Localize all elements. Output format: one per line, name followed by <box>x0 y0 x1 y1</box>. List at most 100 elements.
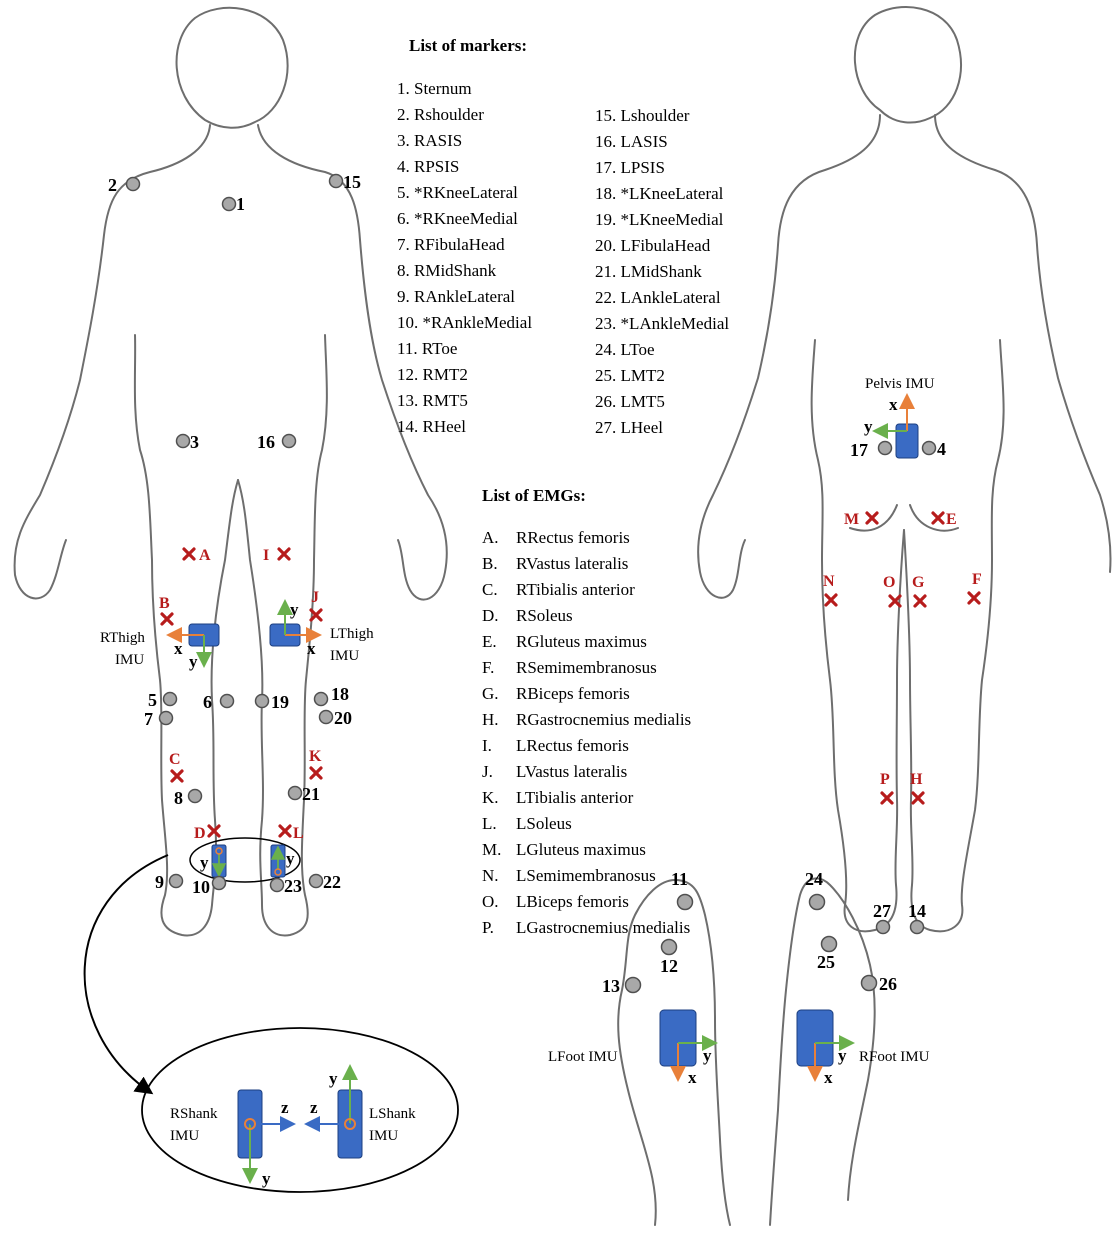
rshank-small-y-label: y <box>200 853 209 872</box>
marker-label-2: 2 <box>108 175 117 195</box>
emg-list-name: RSemimembranosus <box>516 658 657 678</box>
marker-list-item: 17. LPSIS <box>595 158 665 178</box>
emg-list-letter: M. <box>482 840 501 860</box>
marker-26 <box>862 976 877 991</box>
emg-list-letter: K. <box>482 788 499 808</box>
emg-list-title: List of EMGs: <box>482 486 586 506</box>
marker-25 <box>822 937 837 952</box>
marker-20 <box>320 711 333 724</box>
emg-list-name: RVastus lateralis <box>516 554 628 574</box>
marker-label-14: 14 <box>908 901 926 921</box>
marker-13 <box>626 978 641 993</box>
emg-list-letter: G. <box>482 684 499 704</box>
emg-label-i: I <box>263 547 269 564</box>
marker-label-26: 26 <box>879 974 897 994</box>
marker-list-item: 6. *RKneeMedial <box>397 209 518 229</box>
emg-label-n: N <box>823 573 835 590</box>
emg-list-name: LGastrocnemius medialis <box>516 918 690 938</box>
marker-list-item: 12. RMT2 <box>397 365 468 385</box>
pelvis-y-label: y <box>864 417 873 436</box>
emg-label-k: K <box>309 748 322 765</box>
marker-label-8: 8 <box>174 788 183 808</box>
marker-label-21: 21 <box>302 784 320 804</box>
marker-label-9: 9 <box>155 872 164 892</box>
marker-2 <box>127 178 140 191</box>
marker-label-5: 5 <box>148 690 157 710</box>
rthigh-x-label: x <box>174 639 183 658</box>
marker-label-11: 11 <box>671 869 688 889</box>
marker-list-item: 1. Sternum <box>397 79 472 99</box>
rfoot-x-label: x <box>824 1068 833 1087</box>
marker-14 <box>911 921 924 934</box>
marker-list-item: 18. *LKneeLateral <box>595 184 723 204</box>
marker-17 <box>879 442 892 455</box>
marker-list-item: 4. RPSIS <box>397 157 459 177</box>
marker-list-item: 8. RMidShank <box>397 261 496 281</box>
marker-label-16: 16 <box>257 432 275 452</box>
marker-list-item: 2. Rshoulder <box>397 105 484 125</box>
lshank-small-y-label: y <box>286 849 295 868</box>
marker-label-13: 13 <box>602 976 620 996</box>
marker-label-22: 22 <box>323 872 341 892</box>
emg-list-letter: I. <box>482 736 492 756</box>
emg-list-letter: E. <box>482 632 497 652</box>
marker-list-item: 19. *LKneeMedial <box>595 210 723 230</box>
marker-label-23: 23 <box>284 876 302 896</box>
marker-label-15: 15 <box>343 172 361 192</box>
marker-list-item: 9. RAnkleLateral <box>397 287 515 307</box>
emg-list-name: RBiceps femoris <box>516 684 630 704</box>
emg-label-j: J <box>311 589 319 606</box>
emg-list-letter: A. <box>482 528 499 548</box>
lthigh-y-label: y <box>290 600 299 619</box>
marker-18 <box>315 693 328 706</box>
marker-list-item: 23. *LAnkleMedial <box>595 314 729 334</box>
marker-4 <box>923 442 936 455</box>
markers-list-title: List of markers: <box>409 36 527 56</box>
emg-list-letter: C. <box>482 580 498 600</box>
rshank-z-label: z <box>281 1098 289 1117</box>
rshank-imu-label-2: IMU <box>170 1128 199 1144</box>
emg-list-name: RSoleus <box>516 606 573 626</box>
emg-label-e: E <box>946 511 957 528</box>
emg-list-letter: B. <box>482 554 498 574</box>
marker-label-25: 25 <box>817 952 835 972</box>
lthigh-imu-label-1: LThigh <box>330 626 374 642</box>
emg-list-name: LVastus lateralis <box>516 762 627 782</box>
marker-list-item: 24. LToe <box>595 340 655 360</box>
emg-label-g: G <box>912 574 925 591</box>
rshank-imu-label-1: RShank <box>170 1106 218 1122</box>
marker-11 <box>678 895 693 910</box>
marker-list-item: 25. LMT2 <box>595 366 665 386</box>
emg-list-name: RRectus femoris <box>516 528 630 548</box>
marker-list-item: 22. LAnkleLateral <box>595 288 721 308</box>
marker-list-item: 13. RMT5 <box>397 391 468 411</box>
marker-1 <box>223 198 236 211</box>
lshank-z-label: z <box>310 1098 318 1117</box>
marker-label-24: 24 <box>805 869 823 889</box>
lshank-imu-label-1: LShank <box>369 1106 416 1122</box>
rthigh-y-label: y <box>189 652 198 671</box>
marker-list-item: 11. RToe <box>397 339 457 359</box>
emg-list-name: LTibialis anterior <box>516 788 633 808</box>
emg-list-letter: L. <box>482 814 497 834</box>
emg-list-letter: N. <box>482 866 499 886</box>
marker-label-4: 4 <box>937 439 946 459</box>
emg-list-letter: H. <box>482 710 499 730</box>
emg-label-l: L <box>293 825 304 842</box>
marker-6 <box>221 695 234 708</box>
marker-10 <box>213 877 226 890</box>
emg-label-h: H <box>910 771 923 788</box>
marker-list-item: 15. Lshoulder <box>595 106 689 126</box>
front-body-outline <box>15 8 447 936</box>
rfoot-imu-label: RFoot IMU <box>859 1049 930 1065</box>
lfoot-x-label: x <box>688 1068 697 1087</box>
back-body-outline <box>698 7 1110 931</box>
marker-list-item: 7. RFibulaHead <box>397 235 505 255</box>
marker-label-1: 1 <box>236 194 245 214</box>
lthigh-imu-label-2: IMU <box>330 648 359 664</box>
lshank-imu-label-2: IMU <box>369 1128 398 1144</box>
emg-list-letter: J. <box>482 762 493 782</box>
marker-list-item: 27. LHeel <box>595 418 663 438</box>
rthigh-imu-label-1: RThigh <box>100 630 145 646</box>
marker-list-item: 26. LMT5 <box>595 392 665 412</box>
